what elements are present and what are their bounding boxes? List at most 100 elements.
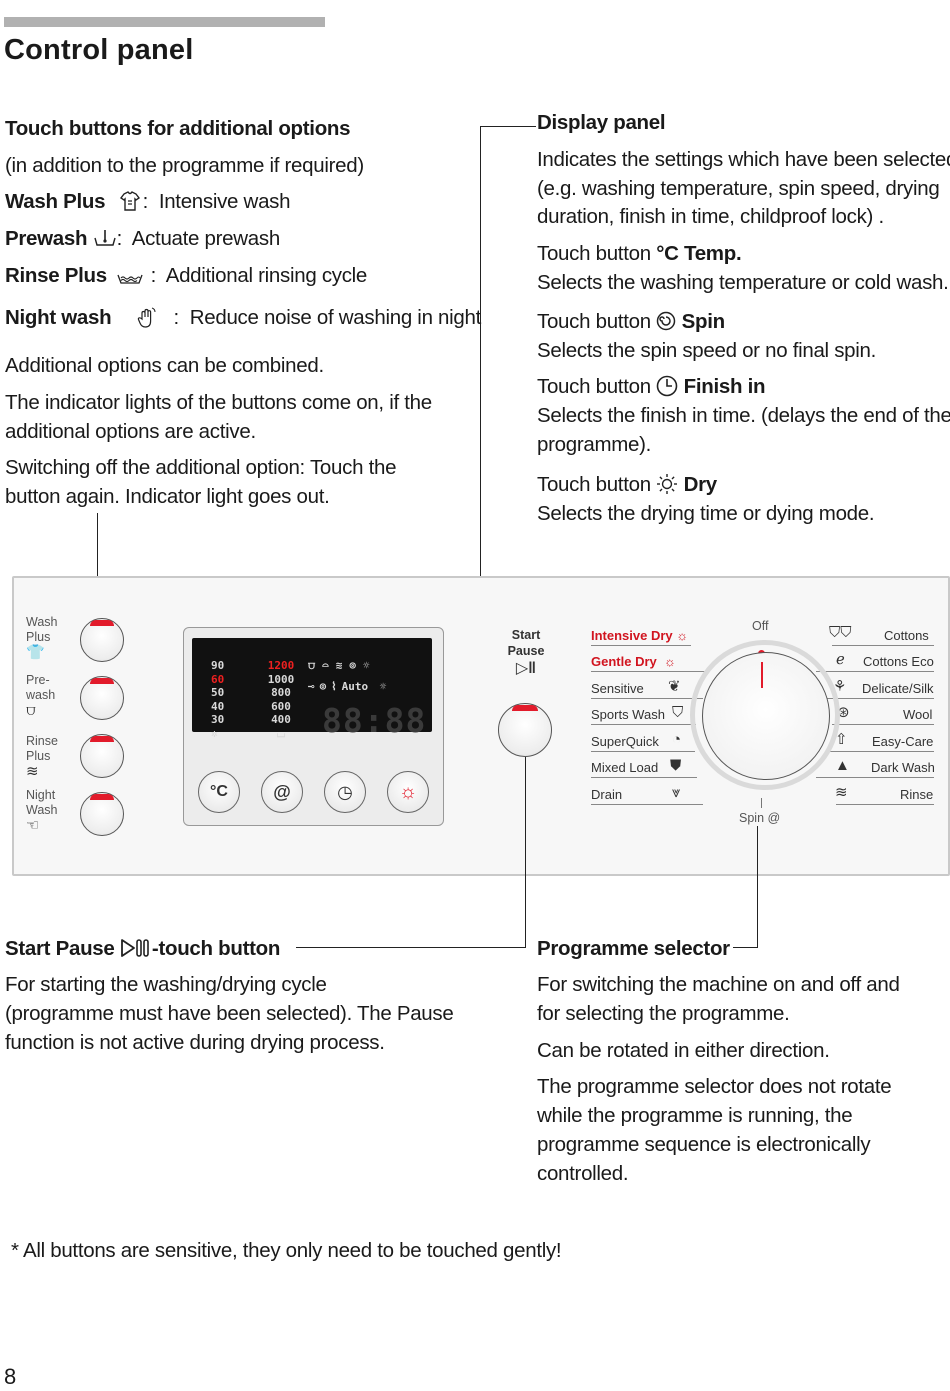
wash-plus-button[interactable] [80, 618, 124, 662]
spin-icon [656, 310, 676, 333]
option-desc: Intensive wash [158, 190, 291, 213]
dry-button-desc: Selects the drying time or dying mode. [537, 502, 875, 525]
combine-note: Additional options can be combined. [5, 354, 324, 377]
night-wash-button[interactable] [80, 792, 124, 836]
prog-delicate-silk: Delicate/Silk [862, 681, 934, 696]
prog-intensive-dry: Intensive Dry ☼ [591, 628, 689, 643]
prog-sensitive: Sensitive [591, 681, 644, 696]
leader-line-prog-h [733, 947, 758, 949]
option-name: Prewash [5, 227, 88, 250]
touch-buttons-subtitle: (in addition to the programme if require… [5, 154, 364, 177]
spin-button-title: Touch button Spin [537, 310, 725, 333]
footnote: * All buttons are sensitive, they only n… [11, 1239, 562, 1262]
rinse-icon: ≋ [835, 784, 848, 801]
page-number: 8 [4, 1364, 17, 1389]
dark-wash-icon: ▲ [835, 757, 850, 774]
eco-icon: ℯ [836, 651, 845, 668]
sun-icon: ☼ [398, 780, 418, 803]
dry-button-title: Touch button Dry [537, 473, 717, 496]
dial-off-label: Off [752, 619, 769, 633]
spin-touch-button[interactable]: @ [261, 771, 303, 813]
mixed-icon: ⛊ [670, 757, 682, 774]
rinse-icon [112, 264, 145, 287]
stopwatch-icon: ◔ [672, 731, 682, 748]
feather-icon: ❦ [668, 678, 681, 695]
dry-touch-button[interactable]: ☼ [387, 771, 429, 813]
rinse-plus-button[interactable] [80, 734, 124, 778]
option-name: Night wash [5, 306, 112, 329]
dial-ring [690, 640, 840, 790]
leader-line-options [97, 513, 99, 605]
leader-line-start-h [296, 947, 526, 949]
clock-icon: ◷ [337, 781, 353, 802]
option-night-wash: Night wash : Reduce noise of washing in … [5, 303, 481, 332]
prog-sports-wash: Sports Wash [591, 707, 665, 722]
prog-drain: Drain [591, 787, 623, 802]
display-panel-title: Display panel [537, 111, 666, 134]
prog-desc-7: controlled. [537, 1162, 629, 1185]
option-name: Wash Plus [5, 190, 106, 213]
page-title: Control panel [4, 34, 194, 66]
wool-icon: ⊛ [837, 704, 850, 721]
drain-icon: ⩔ [672, 784, 681, 801]
prog-desc-2: for selecting the programme. [537, 1002, 790, 1025]
rinse-icon: ≋ [26, 763, 39, 780]
easy-care-icon: ⇧ [835, 731, 848, 748]
option-rinse-plus: Rinse Plus : Additional rinsing cycle [5, 264, 368, 287]
dial-spin-label: Spin @ [739, 811, 781, 825]
touch-buttons-title: Touch buttons for additional options [5, 117, 351, 140]
display-screen [192, 638, 432, 732]
indicator-note-2: additional options are active. [5, 420, 256, 443]
option-name: Rinse Plus [5, 264, 107, 287]
start-pause-desc-1: For starting the washing/drying cycle [5, 973, 327, 996]
prog-desc-6: programme sequence is electronically [537, 1133, 871, 1156]
prog-wool: Wool [903, 707, 933, 722]
time-digits: 88:88 [322, 701, 427, 740]
status-icons-row1: ⩌⌓≋⊚☼ [308, 659, 377, 672]
option-wash-plus: Wash Plus : Intensive wash [5, 190, 291, 213]
start-pause-button[interactable] [498, 703, 552, 757]
finish-button-desc-2: programme). [537, 433, 652, 456]
prog-mixed-load: Mixed Load [591, 760, 659, 775]
spin-button-desc: Selects the spin speed or no final spin. [537, 339, 876, 362]
panel-label-prewash: Pre-wash⩌ [26, 673, 56, 719]
shirt-icon: ⛉ [672, 704, 684, 721]
shirt-icon: 👕 [26, 644, 45, 661]
start-pause-title: Start Pause -touch button [5, 937, 281, 960]
night-hand-icon: ☜ [26, 817, 40, 834]
butterfly-icon: ⚘ [833, 678, 847, 695]
finish-button-desc-1: Selects the finish in time. (delays the … [537, 404, 950, 427]
temp-button-title: Touch button °C Temp. [537, 242, 742, 265]
prewash-button[interactable] [80, 676, 124, 720]
leader-line-start-v [525, 757, 527, 948]
prog-cottons: Cottons [884, 628, 929, 643]
sun-icon [656, 473, 678, 496]
programme-selector-dial[interactable] [702, 652, 830, 780]
play-pause-icon: ▷‖ [515, 660, 537, 677]
prog-desc-4: The programme selector does not rotate [537, 1075, 892, 1098]
prog-desc-3: Can be rotated in either direction. [537, 1039, 830, 1062]
prog-desc-1: For switching the machine on and off and [537, 973, 900, 996]
display-desc-1: Indicates the settings which have been s… [537, 148, 950, 171]
prewash-icon [93, 227, 117, 250]
display-desc-3: duration, finish in time, childproof loc… [537, 205, 884, 228]
temp-touch-button[interactable]: °C [198, 771, 240, 813]
temp-button-desc: Selects the washing temperature or cold … [537, 271, 949, 294]
prog-rinse: Rinse [900, 787, 934, 802]
status-icons-row2: ⊸⊚⌇Auto ☼ [308, 680, 392, 693]
switch-off-note-1: Switching off the additional option: Tou… [5, 456, 397, 479]
programme-selector-title: Programme selector [537, 937, 730, 960]
finish-in-touch-button[interactable]: ◷ [324, 771, 366, 813]
play-pause-icon [120, 937, 152, 960]
leader-line-prog-v [757, 826, 759, 948]
spin-icon: @ [767, 811, 781, 825]
leader-line-display-v [480, 126, 482, 731]
dial-pointer [761, 662, 763, 688]
option-desc: Reduce noise of washing in night [189, 306, 482, 329]
prog-gentle-dry: Gentle Dry ☼ [591, 654, 676, 669]
